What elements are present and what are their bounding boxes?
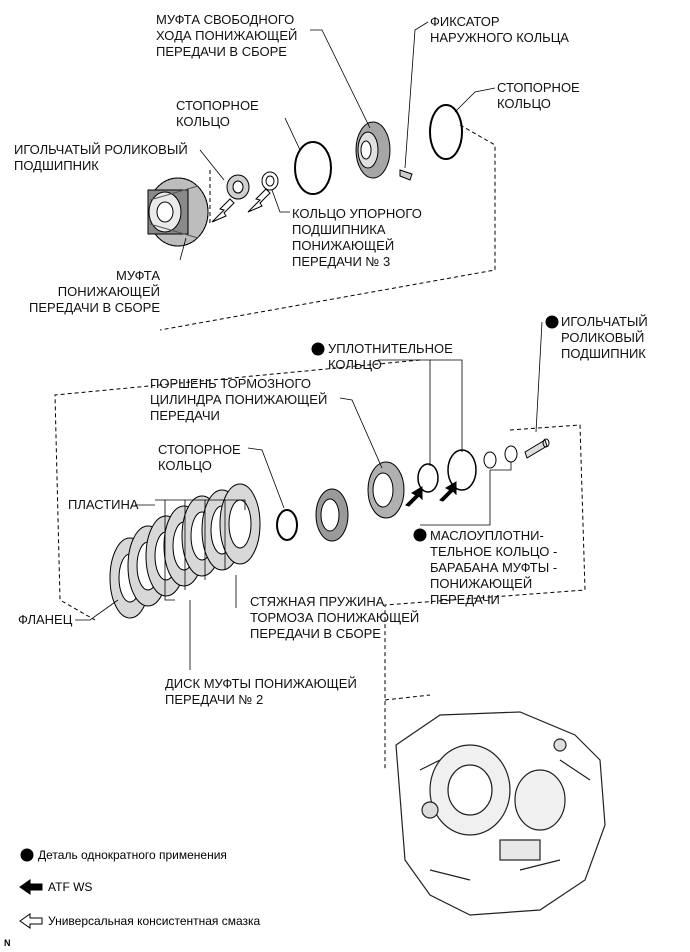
legend-non-reusable: Деталь однократного применения (38, 848, 227, 862)
corner-mark: N (4, 938, 11, 948)
label-return-spring: СТЯЖНАЯ ПРУЖИНА ТОРМОЗА ПОНИЖАЮЩЕЙ ПЕРЕД… (250, 594, 420, 641)
return-spring-icon (315, 488, 349, 542)
atf-arrow-icon (405, 486, 423, 507)
label-thrust-bearing-race: КОЛЬЦО УПОРНОГО ПОДШИПНИКА ПОНИЖАЮЩЕЙ ПЕ… (292, 206, 422, 269)
retainer-icon (399, 169, 413, 181)
label-oil-seal-ring: МАСЛОУПЛОТНИ- ТЕЛЬНОЕ КОЛЬЦО - БАРАБАНА … (430, 528, 558, 607)
transmission-housing-icon (395, 711, 606, 916)
atf-arrow-icon (439, 481, 457, 502)
upper-dashed-boundary (159, 124, 496, 331)
oil-seal-ring-2-icon (504, 445, 518, 463)
label-brake-piston: ПОРШЕНЬ ТОРМОЗНОГО ЦИЛИНДРА ПОНИЖАЮЩЕЙ П… (150, 376, 328, 423)
snap-ring-top-icon (294, 141, 332, 195)
label-needle-bearing-top: ИГОЛЬЧАТЫЙ РОЛИКОВЫЙ ПОДШИПНИК (14, 142, 188, 173)
needle-bearing-right-icon (524, 438, 550, 459)
label-clutch-disc: ДИСК МУФТЫ ПОНИЖАЮЩЕЙ ПЕРЕДАЧИ № 2 (165, 676, 357, 707)
label-flange: ФЛАНЕЦ (18, 612, 73, 627)
non-reusable-dot-icon (311, 342, 325, 356)
needle-bearing-top-icon (226, 174, 250, 200)
label-o-ring: УПЛОТНИТЕЛЬНОЕ КОЛЬЦО (328, 341, 453, 372)
label-plate: ПЛАСТИНА (68, 497, 139, 512)
oneway-clutch-icon (355, 121, 391, 179)
legend-grease: Универсальная консистентная смазка (48, 914, 261, 928)
atf-filled-arrow-icon (19, 879, 43, 895)
leader-lines-lower (75, 321, 543, 670)
grease-arrow-icon (211, 198, 235, 223)
clutch-pack-icon (109, 483, 261, 619)
leader-lines-top (179, 21, 496, 261)
label-oneway-clutch: МУФТА СВОБОДНОГО ХОДА ПОНИЖАЮЩЕЙ ПЕРЕДАЧ… (156, 12, 298, 59)
grease-outline-arrow-icon (19, 913, 43, 929)
snap-ring-lower-icon (276, 509, 298, 541)
snap-ring-top-right-icon (429, 104, 463, 160)
legend-atf: ATF WS (48, 880, 93, 894)
label-outer-race-retainer: ФИКСАТОР НАРУЖНОГО КОЛЬЦА (430, 14, 569, 45)
thrust-race-icon (261, 171, 279, 191)
non-reusable-dot-icon (413, 528, 427, 542)
non-reusable-dot-icon (545, 315, 559, 329)
oil-seal-ring-1-icon (483, 451, 497, 469)
o-ring-1-icon (417, 463, 439, 493)
non-reusable-dot-icon (20, 848, 34, 862)
label-snap-ring-top-mid: СТОПОРНОЕ КОЛЬЦО (176, 98, 259, 129)
label-low-clutch-assy: МУФТА ПОНИЖАЮЩЕЙ ПЕРЕДАЧИ В СБОРЕ (29, 268, 160, 315)
brake-piston-icon (367, 461, 405, 519)
lower-dashed-boundary (54, 359, 586, 770)
label-needle-bearing-right: ИГОЛЬЧАТЫЙ РОЛИКОВЫЙ ПОДШИПНИК (561, 314, 648, 361)
label-snap-ring-top-right: СТОПОРНОЕ КОЛЬЦО (497, 80, 580, 111)
grease-arrow-icon (247, 188, 271, 213)
label-snap-ring-lower: СТОПОРНОЕ КОЛЬЦО (158, 442, 241, 473)
low-clutch-drum-icon (147, 177, 209, 247)
